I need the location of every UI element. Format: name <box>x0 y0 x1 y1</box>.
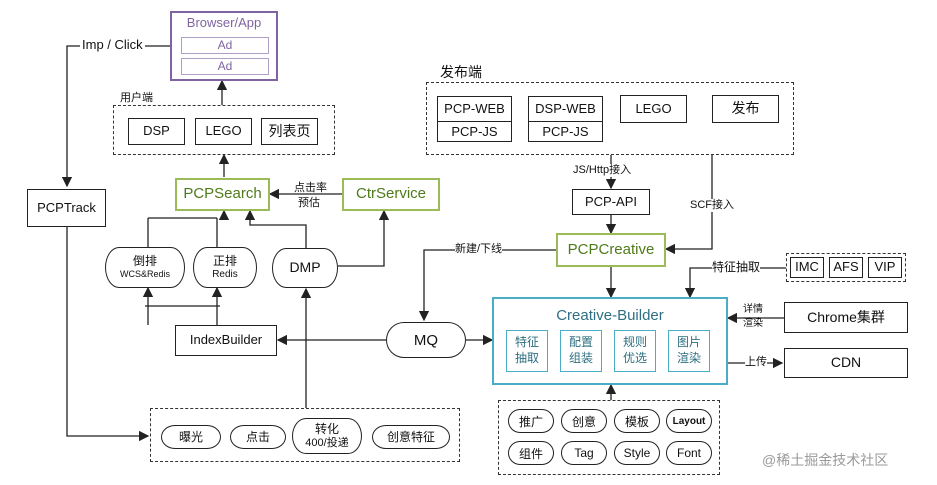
component-widget: 组件 <box>508 441 554 465</box>
user-side-label: 用户端 <box>120 92 153 104</box>
component-creative: 创意 <box>561 409 607 433</box>
cell-config-assemble: 配置 组装 <box>560 330 602 372</box>
browser-app-title: Browser/App <box>186 15 262 30</box>
cell-text: 渲染 <box>676 351 701 365</box>
inverted-index-sub: WCS&Redis <box>119 269 170 280</box>
imc-box: IMC <box>790 257 824 278</box>
exposure-store: 曝光 <box>161 425 221 449</box>
dsp-box: DSP <box>128 118 185 145</box>
component-layout: Layout <box>666 409 712 433</box>
component-style: Style <box>614 441 660 465</box>
component-font: Font <box>666 441 712 465</box>
dmp-store: DMP <box>272 248 338 288</box>
feature-extract-label: 特征抽取 <box>712 260 761 275</box>
ad-slot: Ad <box>181 37 269 54</box>
feature-source-group <box>786 253 906 282</box>
creative-builder-title: Creative-Builder <box>556 307 664 324</box>
inverted-index-store: 倒排 WCS&Redis <box>105 247 185 288</box>
forward-index-title: 正排 <box>212 253 237 268</box>
forward-index-sub: Redis <box>212 268 238 280</box>
user-side-group <box>113 105 335 155</box>
scf-label: SCF接入 <box>690 199 734 212</box>
pcptrack-box: PCPTrack <box>27 189 106 227</box>
new-offline-label: 新建/下线 <box>455 243 503 256</box>
cell-text: 配置 <box>568 335 593 350</box>
imp-click-label: Imp / Click <box>80 37 145 53</box>
browser-app-panel: Browser/App Ad Ad <box>170 11 278 81</box>
pcpsearch-box: PCPSearch <box>175 178 270 211</box>
component-template: 模板 <box>614 409 660 433</box>
mq-queue: MQ <box>386 322 466 358</box>
cdn-box: CDN <box>784 348 908 378</box>
ctrservice-box: CtrService <box>342 178 440 211</box>
components-group <box>498 400 720 475</box>
conversion-title: 转化 <box>314 421 339 436</box>
publish-side-label: 发布端 <box>440 64 482 80</box>
dsp-web-label: DSP-WEB <box>529 97 602 122</box>
events-group <box>150 408 460 462</box>
list-page-box: 列表页 <box>261 118 318 145</box>
forward-index-store: 正排 Redis <box>193 247 257 288</box>
conversion-sub: 400/投递 <box>305 436 349 449</box>
dsp-js-label: PCP-JS <box>542 124 589 139</box>
cell-text: 抽取 <box>514 351 539 365</box>
inverted-index-title: 倒排 <box>132 254 157 269</box>
pcp-js-label: PCP-JS <box>451 124 498 139</box>
creative-feature-store: 创意特征 <box>372 425 450 449</box>
detail-render-label-1: 详情 <box>743 304 763 315</box>
cell-feature-extract: 特征 抽取 <box>506 330 548 372</box>
pcp-web-label: PCP-WEB <box>438 97 511 122</box>
detail-render-label-2: 渲染 <box>743 318 763 329</box>
publish-box: 发布 <box>712 95 779 123</box>
cell-rule-select: 规则 优选 <box>614 330 656 372</box>
component-promotion: 推广 <box>508 409 554 433</box>
component-tag: Tag <box>561 441 607 465</box>
pcp-web-box: PCP-WEB PCP-JS <box>437 96 512 142</box>
cell-text: 特征 <box>514 335 539 350</box>
js-http-label: JS/Http接入 <box>573 164 632 177</box>
ad-slot: Ad <box>181 58 269 75</box>
lego-box: LEGO <box>195 118 252 145</box>
ctr-estimate-label-2: 预估 <box>298 197 320 209</box>
afs-box: AFS <box>829 257 863 278</box>
cell-text: 组装 <box>568 351 593 365</box>
click-store: 点击 <box>230 425 286 449</box>
dsp-web-box: DSP-WEB PCP-JS <box>528 96 603 142</box>
vip-box: VIP <box>868 257 902 278</box>
indexbuilder-box: IndexBuilder <box>175 325 277 356</box>
cell-image-render: 图片 渲染 <box>668 330 710 372</box>
cell-text: 图片 <box>676 335 701 350</box>
conversion-store: 转化 400/投递 <box>292 418 362 454</box>
upload-label: 上传 <box>745 356 767 369</box>
ctr-estimate-label-1: 点击率 <box>294 182 327 194</box>
cell-text: 规则 <box>622 335 647 350</box>
publish-side-group <box>426 82 794 155</box>
publish-lego-box: LEGO <box>620 95 687 123</box>
pcp-api-box: PCP-API <box>572 189 650 215</box>
cell-text: 优选 <box>622 351 647 365</box>
pcpcreative-box: PCPCreative <box>556 233 666 267</box>
watermark: @稀土掘金技术社区 <box>762 452 889 468</box>
chrome-cluster-box: Chrome集群 <box>784 302 908 333</box>
